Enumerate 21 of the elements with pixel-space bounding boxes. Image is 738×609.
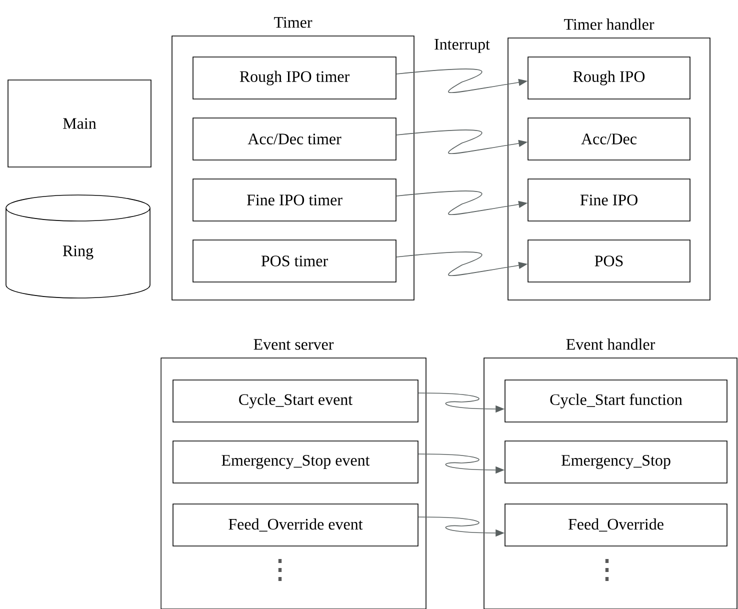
node-label: Timer handler <box>564 18 654 30</box>
process-box: POS timer <box>192 240 396 282</box>
process-box: Rough IPO timer <box>192 56 396 100</box>
process-box: Main <box>8 80 152 168</box>
process-box: Fine IPO timer <box>192 178 396 222</box>
storage-cylinder: Ring <box>6 194 150 298</box>
node-label: Timer <box>274 17 312 28</box>
process-box: Emergency_Stop <box>504 440 728 484</box>
node-label: Event handler <box>566 338 656 350</box>
interrupt-label: Interrupt <box>433 38 491 54</box>
process-box: Rough IPO <box>528 56 690 100</box>
process-box: Feed_Override event <box>172 504 418 546</box>
process-box: Fine IPO <box>528 178 690 222</box>
process-box: POS <box>528 240 690 282</box>
node-label: Event server <box>254 339 334 350</box>
process-box: Cycle_Start function <box>504 380 728 422</box>
process-box: Emergency_Stop event <box>172 440 418 484</box>
process-box: Acc/Dec <box>528 118 690 160</box>
process-box: Feed_Override <box>504 504 728 546</box>
process-box: Acc/Dec timer <box>192 118 396 160</box>
process-box: Cycle_Start event <box>172 380 418 422</box>
